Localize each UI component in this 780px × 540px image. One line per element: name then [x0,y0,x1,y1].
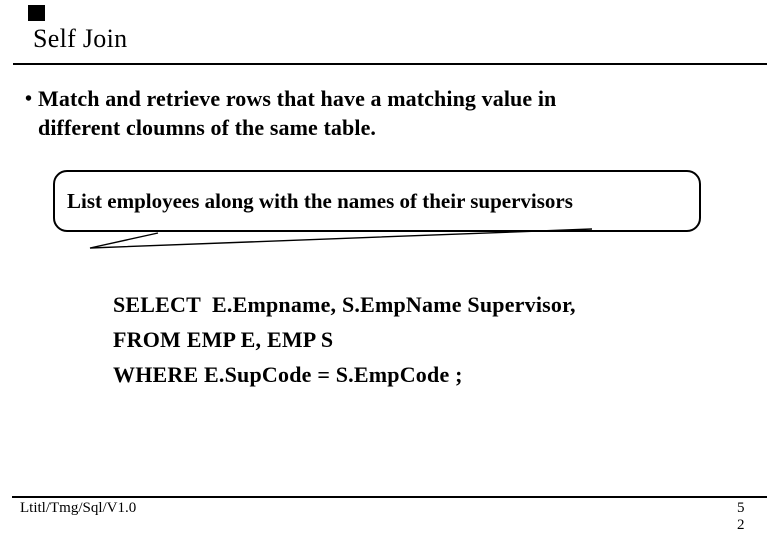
bullet-text-line-2: different cloumns of the same table. [38,115,377,140]
bullet-item: • Match and retrieve rows that have a ma… [25,84,665,142]
page-title: Self Join [33,24,128,53]
sql-line-where: WHERE E.SupCode = S.EmpCode ; [113,362,463,387]
page-number: 5 2 [737,500,745,534]
title-divider [13,63,767,65]
callout-text: List employees along with the names of t… [67,188,573,213]
sql-line-from: FROM EMP E, EMP S [113,327,334,352]
sql-query: SELECT E.Empname, S.EmpName Supervisor, … [113,287,576,392]
footer-version-text: Ltitl/Tmg/Sql/V1.0 [20,500,137,516]
page-number-digit-2: 2 [737,517,745,533]
sql-line-select: SELECT E.Empname, S.EmpName Supervisor, [113,292,576,317]
footer-divider [12,496,767,498]
callout-box: List employees along with the names of t… [53,170,701,232]
page-number-digit-1: 5 [737,500,745,516]
slide-corner-marker [28,5,45,21]
bullet-icon: • [25,88,33,110]
bullet-text-line-1: Match and retrieve rows that have a matc… [38,86,557,111]
